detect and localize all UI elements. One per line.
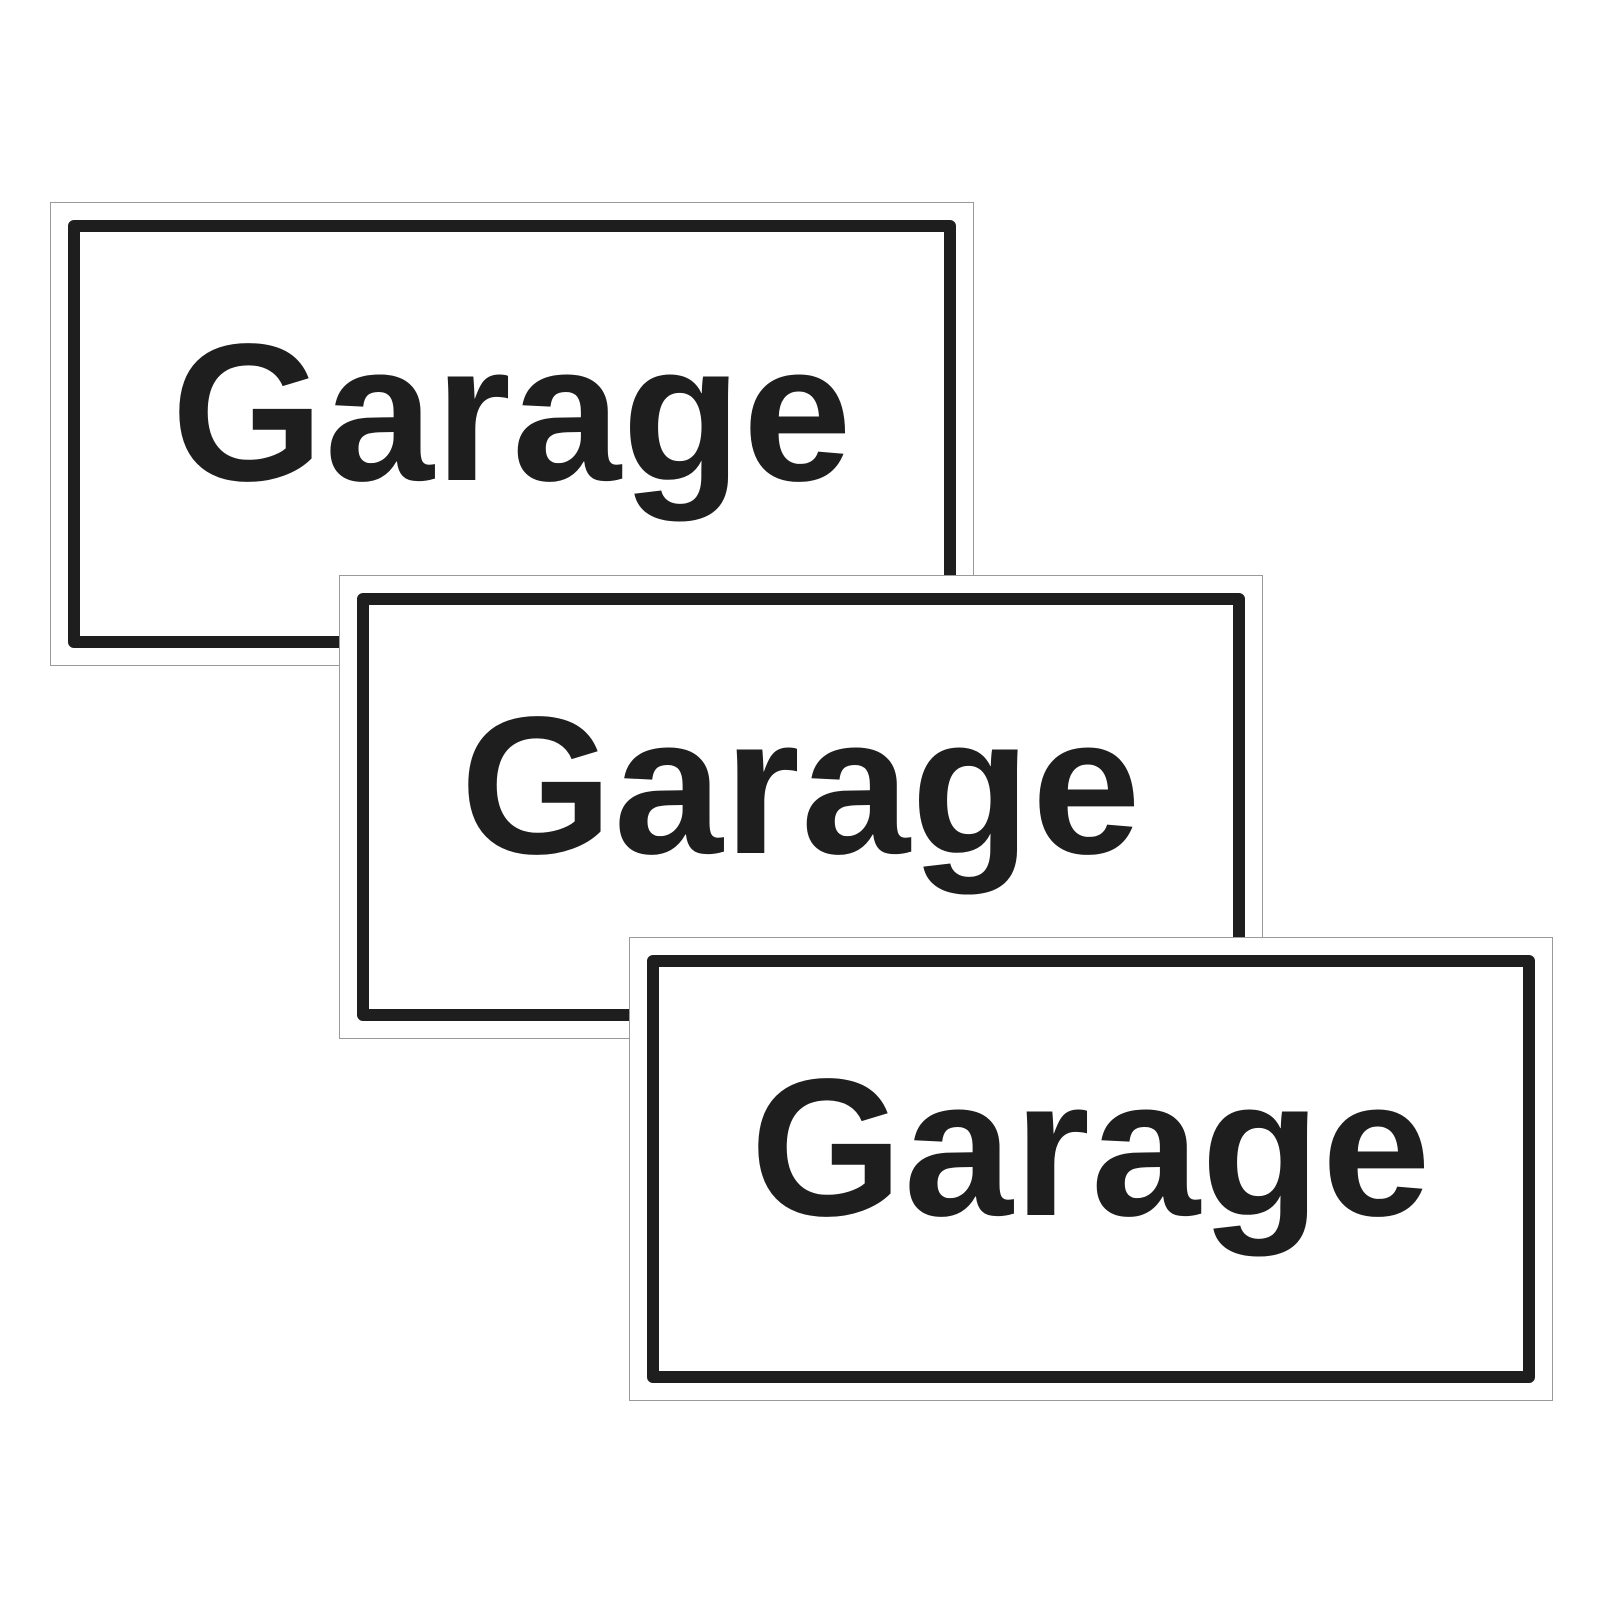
sign-label: Garage bbox=[750, 1038, 1432, 1257]
sign-label: Garage bbox=[171, 303, 853, 522]
garage-sign-front: Garage bbox=[629, 937, 1553, 1401]
sign-border-frame bbox=[647, 955, 1535, 1383]
garage-sign-back: Garage bbox=[50, 202, 974, 666]
sign-label: Garage bbox=[460, 676, 1142, 895]
